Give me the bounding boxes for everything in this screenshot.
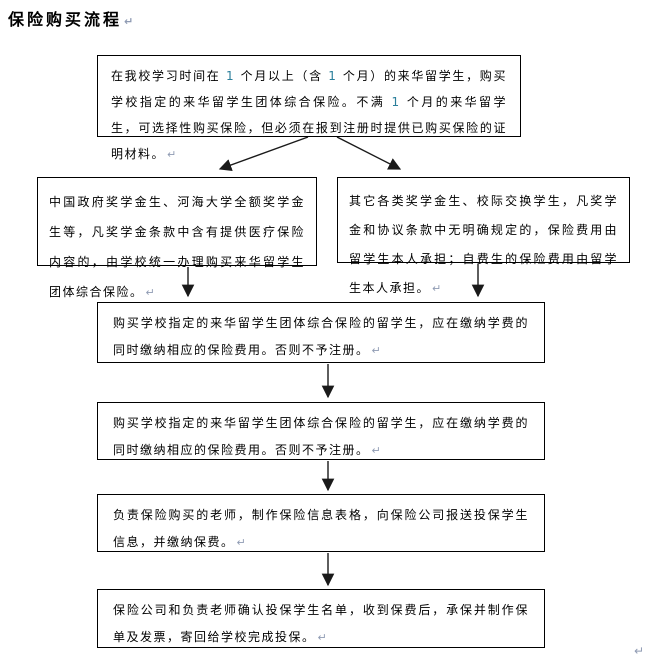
page-title: 保险购买流程↵: [8, 6, 133, 30]
paragraph-mark: ↵: [317, 631, 327, 644]
paragraph-mark: ↵: [371, 344, 381, 357]
flow-box-teacher-submits-info: 负责保险购买的老师，制作保险信息表格，向保险公司报送投保学生信息，并缴纳保费。↵: [97, 494, 545, 552]
paragraph-mark: ↵: [145, 286, 155, 299]
paragraph-mark: ↵: [167, 148, 177, 161]
flow-box-text: 保险公司和负责老师确认投保学生名单，收到保费后，承保并制作保单及发票，寄回给学校…: [113, 603, 529, 644]
arrow-top-to-right-branch: [336, 136, 402, 170]
flow-box-insurer-confirms: 保险公司和负责老师确认投保学生名单，收到保费后，承保并制作保单及发票，寄回给学校…: [97, 589, 545, 648]
flow-box-scholarship-students: 中国政府奖学金生、河海大学全额奖学金生等，凡奖学金条款中含有提供医疗保险内容的，…: [37, 177, 317, 299]
paragraph-mark: ↵: [432, 282, 442, 295]
flow-box-text: 购买学校指定的来华留学生团体综合保险的留学生，应在缴纳学费的同时缴纳相应的保险费…: [113, 316, 529, 357]
arrow-top-to-left-branch: [218, 136, 309, 172]
flow-box-pay-with-tuition-1: 购买学校指定的来华留学生团体综合保险的留学生，应在缴纳学费的同时缴纳相应的保险费…: [97, 302, 545, 363]
paragraph-mark: ↵: [236, 536, 246, 549]
flow-box-pay-with-tuition-2: 购买学校指定的来华留学生团体综合保险的留学生，应在缴纳学费的同时缴纳相应的保险费…: [97, 402, 545, 460]
paragraph-mark: ↵: [371, 444, 381, 457]
paragraph-mark: ↵: [124, 15, 134, 28]
flow-box-other-students: 其它各类奖学金生、校际交换学生，凡奖学金和协议条款中无明确规定的，保险费用由留学…: [337, 177, 630, 295]
flow-box-policy-overview: 在我校学习时间在 1 个月以上（含 1 个月）的来华留学生，购买学校指定的来华留…: [97, 55, 521, 161]
paragraph-mark: ↵: [634, 644, 645, 658]
flow-box-text: 中国政府奖学金生、河海大学全额奖学金生等，凡奖学金条款中含有提供医疗保险内容的，…: [49, 195, 305, 299]
page-title-text: 保险购买流程: [8, 10, 123, 29]
flow-box-text: 负责保险购买的老师，制作保险信息表格，向保险公司报送投保学生信息，并缴纳保费。: [113, 508, 529, 549]
flow-box-text: 其它各类奖学金生、校际交换学生，凡奖学金和协议条款中无明确规定的，保险费用由留学…: [349, 194, 618, 295]
flow-box-text: 在我校学习时间在 1 个月以上（含 1 个月）的来华留学生，购买学校指定的来华留…: [111, 69, 507, 161]
flow-box-text: 购买学校指定的来华留学生团体综合保险的留学生，应在缴纳学费的同时缴纳相应的保险费…: [113, 416, 529, 457]
